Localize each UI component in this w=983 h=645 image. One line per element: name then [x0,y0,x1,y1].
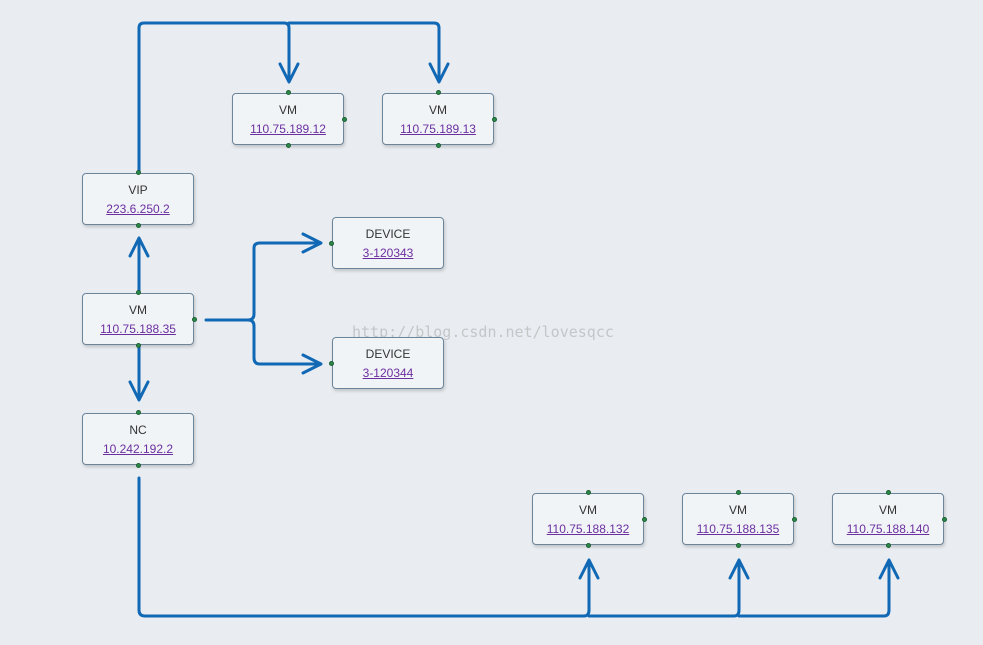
node-address-link[interactable]: 3-120343 [362,246,414,260]
arrowhead-vm-188-140 [878,558,900,580]
node-address-link[interactable]: 10.242.192.2 [102,442,174,456]
arrowhead-vm-189-12 [278,62,300,84]
node-vm-110-75-189-13[interactable]: VM 110.75.189.13 [382,90,497,148]
port-top[interactable] [886,490,891,495]
arrowhead-vm-188-132 [578,558,600,580]
node-address-link[interactable]: 110.75.188.140 [846,522,930,536]
node-address-link[interactable]: 110.75.188.132 [546,522,630,536]
watermark-text: http://blog.csdn.net/lovesqcc [352,323,614,341]
port-right[interactable] [942,517,947,522]
node-device-3-120343[interactable]: DEVICE 3-120343 [329,217,444,269]
node-type-label: DEVICE [365,347,411,361]
port-bottom[interactable] [136,343,141,348]
port-bottom[interactable] [136,223,141,228]
arrowhead-vip [128,236,150,258]
arrowhead-vm-188-135 [728,558,750,580]
port-top[interactable] [586,490,591,495]
edge-vip-to-vm-189-13 [287,21,441,82]
node-vm-110-75-188-135[interactable]: VM 110.75.188.135 [682,490,797,548]
node-type-label: DEVICE [365,227,411,241]
node-vm-110-75-188-140[interactable]: VM 110.75.188.140 [832,490,947,548]
port-top[interactable] [136,290,141,295]
edge-nc-to-vm-188-132 [137,476,591,618]
node-address-link[interactable]: 110.75.189.13 [400,122,476,136]
port-left[interactable] [329,361,334,366]
node-type-label: VM [579,503,597,517]
node-address-link[interactable]: 110.75.188.35 [100,322,176,336]
port-top[interactable] [436,90,441,95]
port-top[interactable] [136,170,141,175]
arrowhead-device-1 [301,232,323,254]
port-left[interactable] [329,241,334,246]
node-vm-110-75-188-35[interactable]: VM 110.75.188.35 [82,290,197,348]
node-vm-110-75-189-12[interactable]: VM 110.75.189.12 [232,90,347,148]
node-nc-10-242-192-2[interactable]: NC 10.242.192.2 [82,410,194,468]
arrowhead-vm-189-13 [428,62,450,84]
port-top[interactable] [136,410,141,415]
port-bottom[interactable] [586,543,591,548]
node-address-link[interactable]: 110.75.189.12 [250,122,326,136]
edge-vip-to-vm-189-12 [137,21,291,173]
arrowhead-nc [128,380,150,402]
node-vip-223-6-250-2[interactable]: VIP 223.6.250.2 [82,170,194,228]
edge-vm-188-35-to-device-1 [204,241,320,322]
node-type-label: VIP [128,183,148,197]
node-type-label: VM [129,303,147,317]
port-right[interactable] [342,117,347,122]
node-address-link[interactable]: 223.6.250.2 [106,202,170,216]
node-type-label: NC [129,423,147,437]
node-type-label: VM [729,503,747,517]
edge-vm-188-35-to-device-2 [246,318,320,366]
port-bottom[interactable] [286,143,291,148]
port-bottom[interactable] [436,143,441,148]
node-address-link[interactable]: 3-120344 [362,366,414,380]
node-device-3-120344[interactable]: DEVICE 3-120344 [329,337,444,389]
port-bottom[interactable] [136,463,141,468]
port-right[interactable] [642,517,647,522]
node-type-label: VM [879,503,897,517]
node-type-label: VM [429,103,447,117]
edge-nc-to-vm-188-135 [587,560,741,618]
port-bottom[interactable] [736,543,741,548]
port-right[interactable] [192,317,197,322]
node-type-label: VM [279,103,297,117]
node-vm-110-75-188-132[interactable]: VM 110.75.188.132 [532,490,647,548]
arrowhead-device-2 [301,353,323,375]
node-address-link[interactable]: 110.75.188.135 [696,522,780,536]
port-top[interactable] [286,90,291,95]
port-right[interactable] [792,517,797,522]
port-right[interactable] [492,117,497,122]
edge-nc-to-vm-188-140 [737,560,891,618]
port-bottom[interactable] [886,543,891,548]
port-top[interactable] [736,490,741,495]
